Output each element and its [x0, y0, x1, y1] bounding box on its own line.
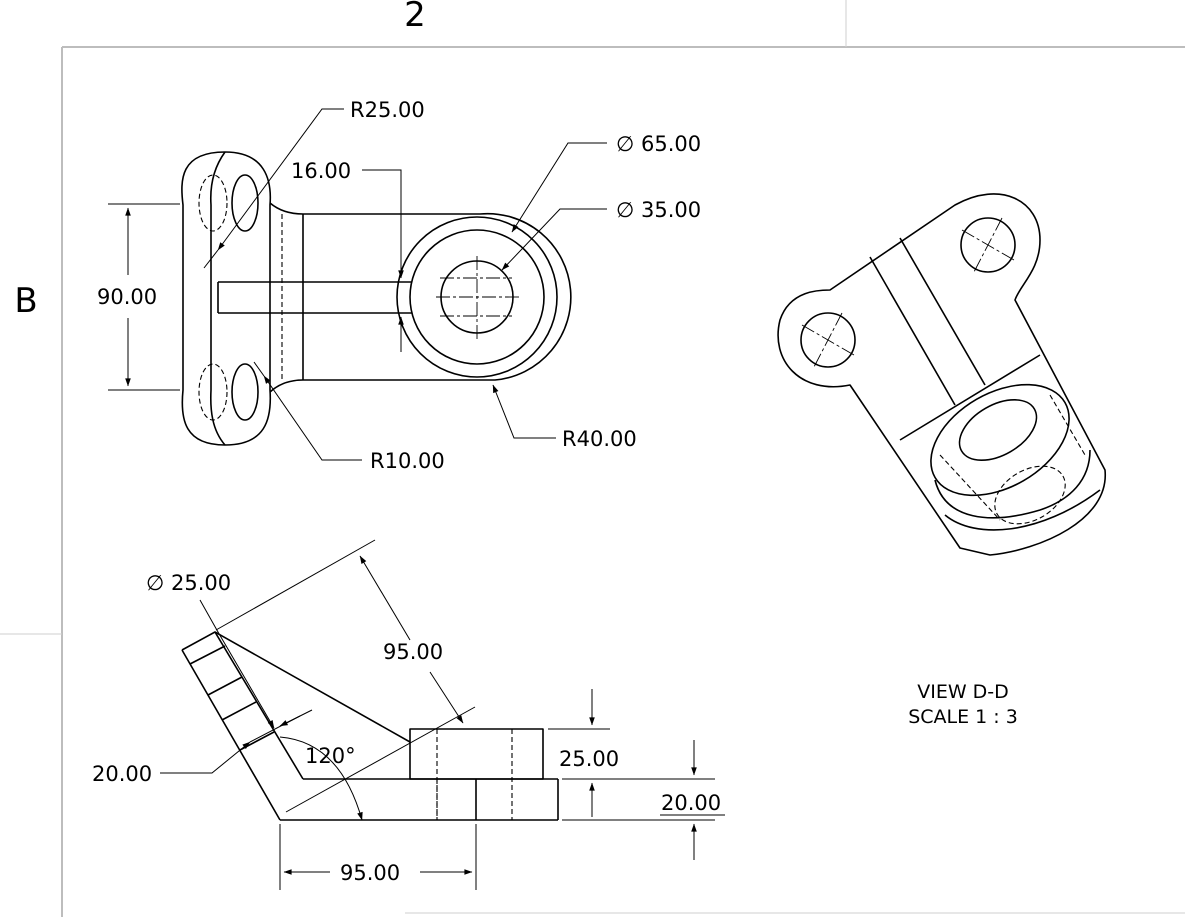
dim-r25: R25.00 — [350, 98, 425, 122]
top-view — [181, 151, 572, 446]
zone-row-label: B — [14, 281, 37, 321]
iso-boss-outer — [930, 383, 1070, 497]
front-view — [181, 631, 559, 821]
dim-dia35: ∅ 35.00 — [616, 198, 701, 222]
front-view-dimensions — [160, 539, 725, 890]
zone-column-label: 2 — [404, 0, 426, 35]
iso-hole-right — [960, 217, 1016, 273]
section-view-scale: SCALE 1 : 3 — [908, 706, 1018, 728]
front-view-boss — [409, 728, 544, 780]
dim-r10: R10.00 — [370, 449, 445, 473]
dim-dia65: ∅ 65.00 — [616, 132, 701, 156]
dim-20-right: 20.00 — [661, 791, 721, 815]
top-view-hole-upper — [231, 174, 259, 232]
dim-25: 25.00 — [559, 747, 619, 771]
isometric-view — [777, 193, 1106, 556]
dim-angle-120: 120° — [305, 744, 356, 768]
dim-95-bottom: 95.00 — [340, 861, 400, 885]
top-view-plate — [269, 202, 572, 393]
section-view-title: VIEW D-D — [917, 681, 1009, 703]
top-view-boss-mid — [409, 229, 545, 365]
dim-20-left: 20.00 — [92, 762, 152, 786]
dim-16: 16.00 — [291, 159, 351, 183]
top-view-boss-outer — [396, 216, 558, 378]
dim-r40: R40.00 — [562, 427, 637, 451]
dim-95-slant: 95.00 — [383, 640, 443, 664]
iso-boss-hole — [958, 399, 1038, 461]
iso-hole-left — [800, 312, 856, 368]
top-view-end-inner — [209, 151, 226, 446]
dim-90: 90.00 — [97, 285, 157, 309]
dim-dia25: ∅ 25.00 — [146, 571, 231, 595]
iso-view-outline — [777, 193, 1106, 556]
front-view-arm-top — [181, 631, 411, 743]
top-view-dimensions — [108, 108, 607, 461]
top-view-hole-lower — [231, 363, 259, 421]
